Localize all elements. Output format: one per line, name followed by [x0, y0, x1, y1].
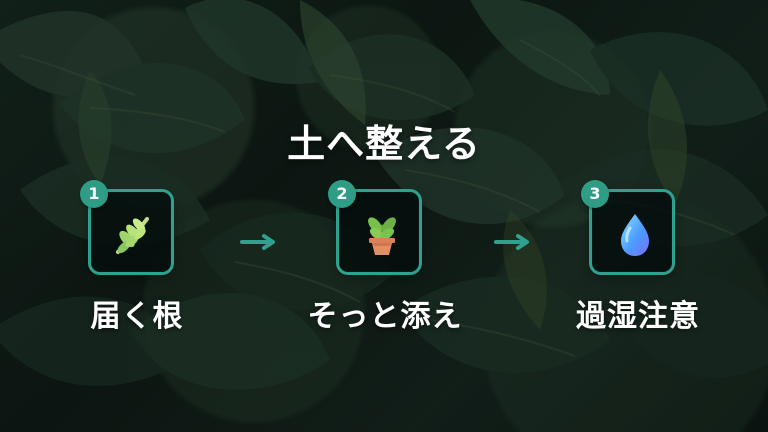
water-drop-icon — [621, 214, 649, 256]
step-card-2: 2 そっと添え — [300, 180, 470, 347]
step-badge-1: 1 — [80, 180, 108, 208]
step-tile-2 — [336, 189, 422, 275]
arrow-right-icon — [240, 234, 275, 250]
step-badge-2: 2 — [328, 180, 356, 208]
step-label-1: 届く根 — [90, 299, 184, 334]
herb-leaf-icon — [116, 217, 149, 254]
arrow-right-icon — [494, 234, 529, 250]
step-label-3: 過湿注意 — [576, 299, 700, 334]
step-tile-1 — [88, 189, 174, 275]
step-badge-3: 3 — [581, 180, 609, 208]
step-card-3: 3 過湿注意 — [553, 180, 723, 347]
page-title: 土へ整える — [287, 122, 481, 166]
step-label-2: そっと添え — [307, 299, 463, 334]
potted-plant-icon — [368, 217, 396, 255]
step-card-1: 1 届く根 — [52, 180, 222, 347]
